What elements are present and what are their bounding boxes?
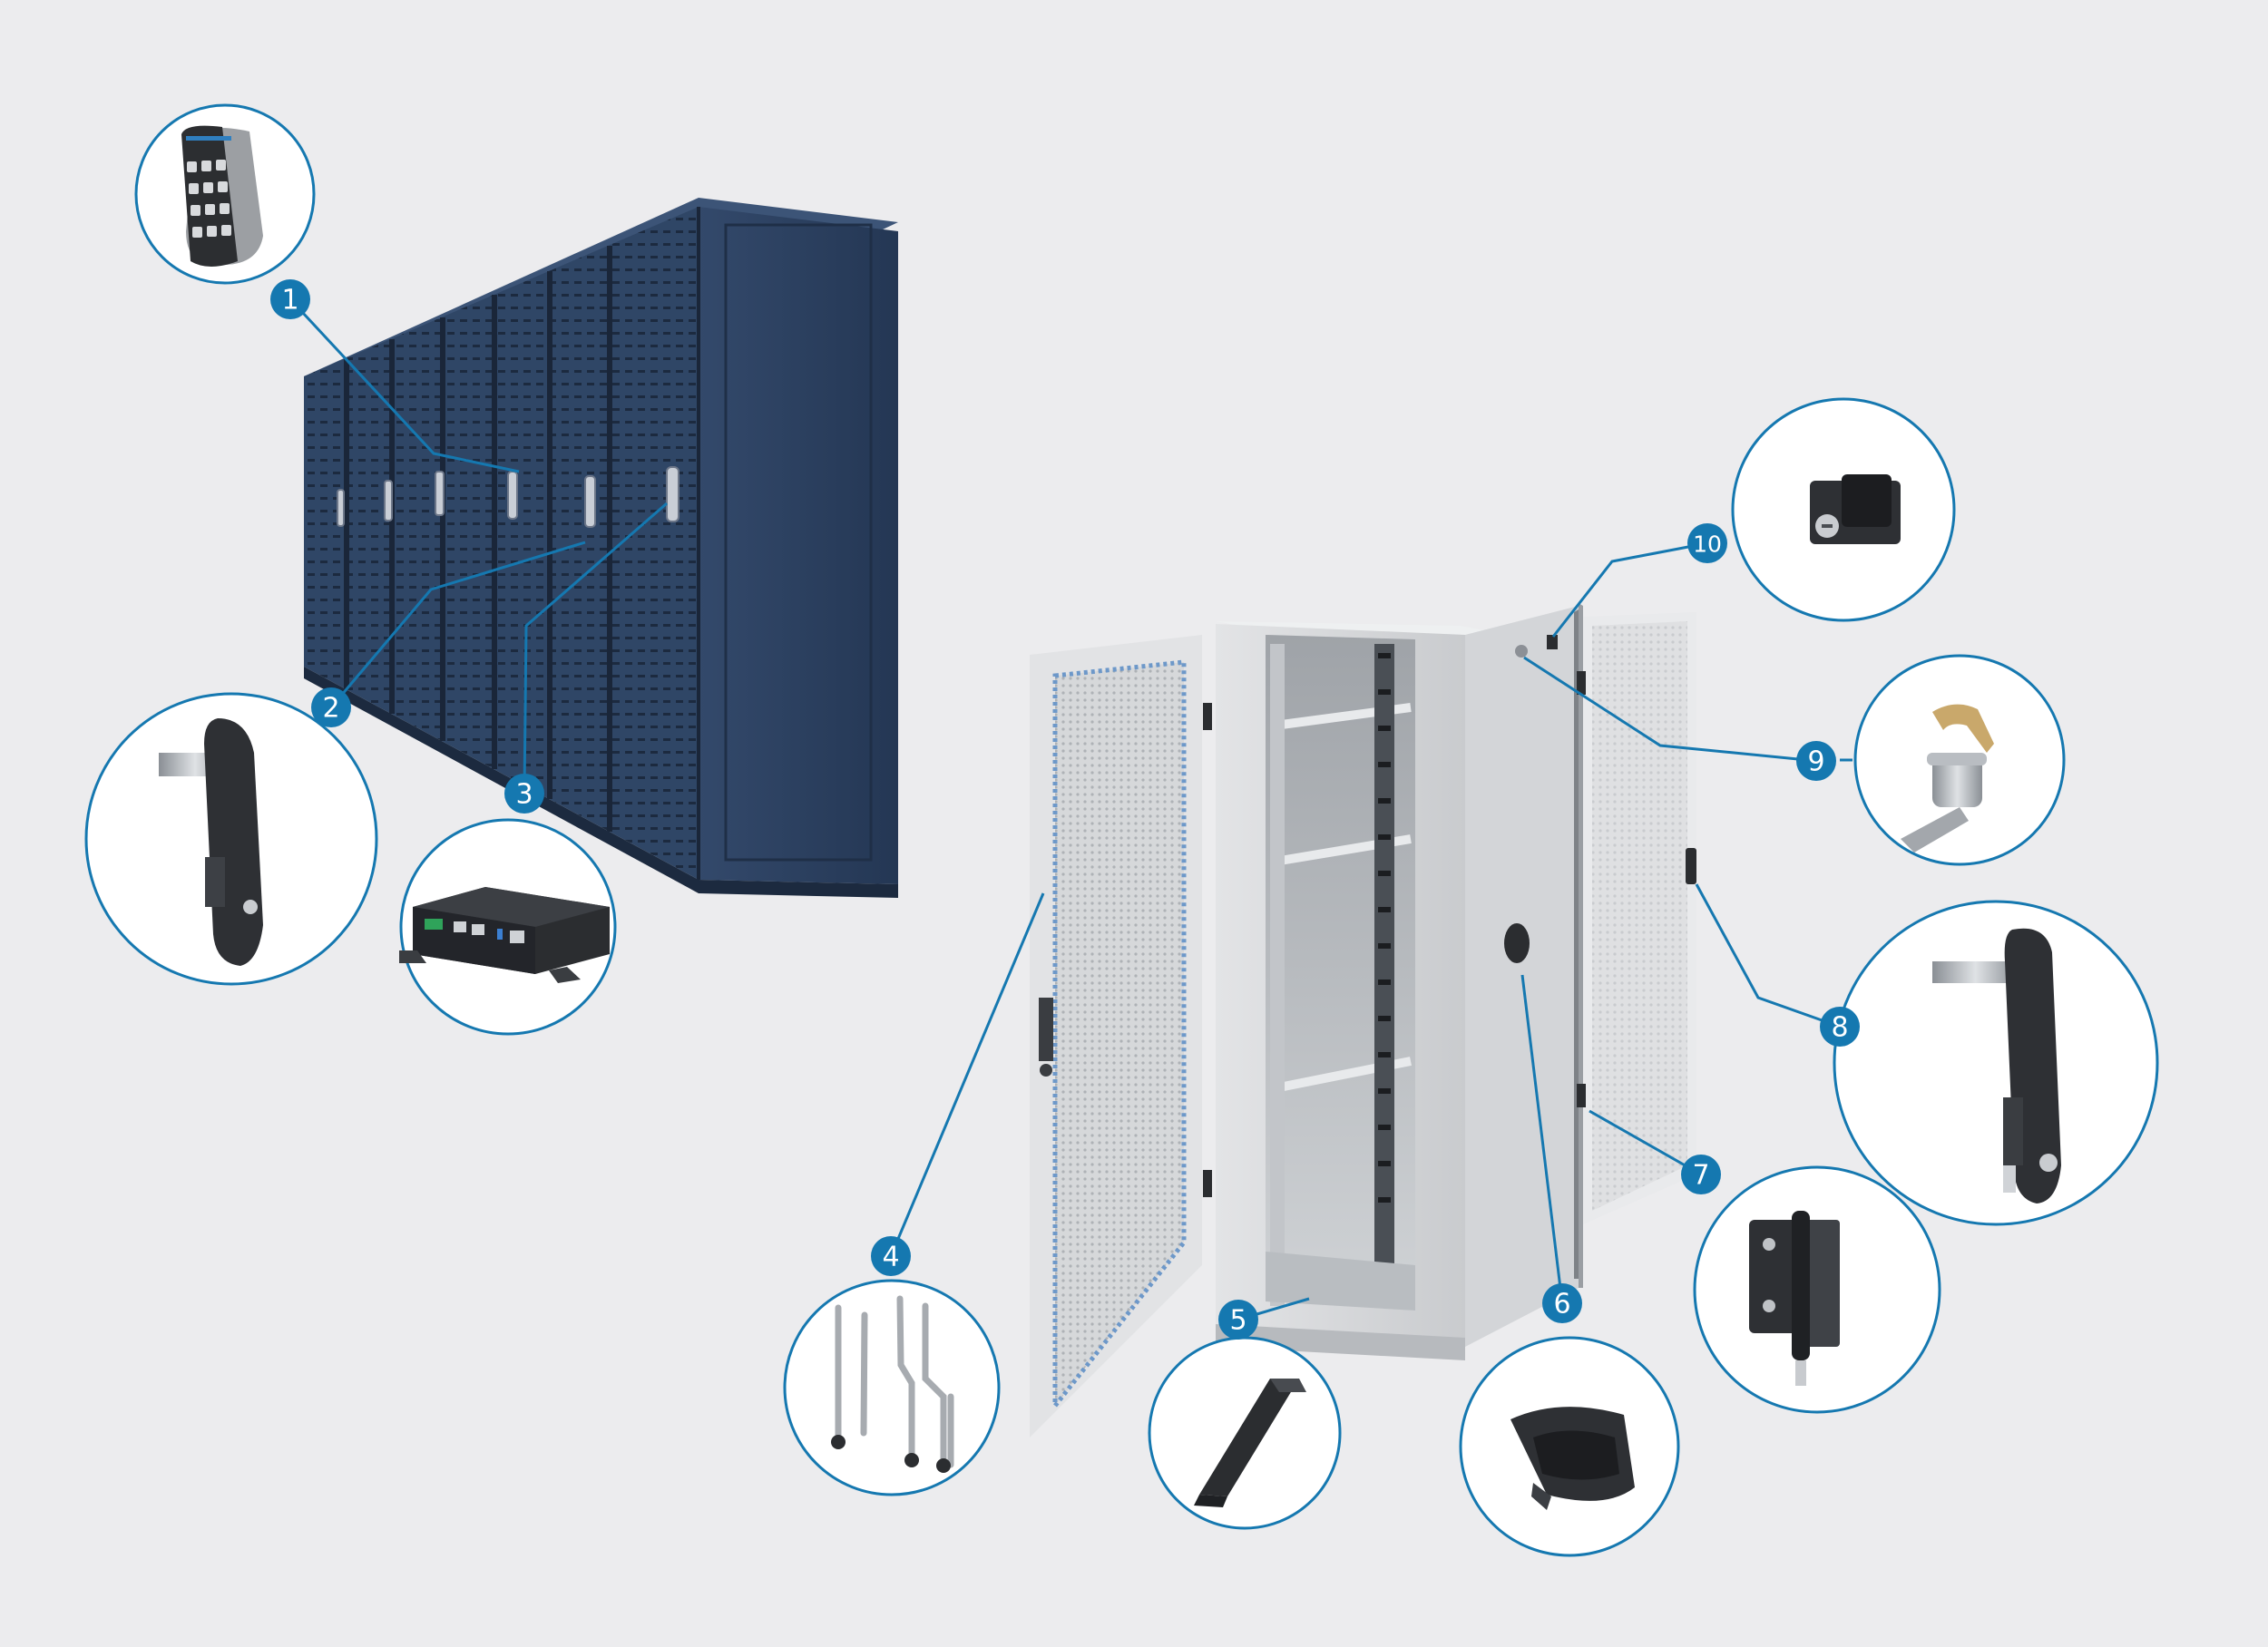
svg-text:6: 6 [1553,1289,1570,1321]
controller-box-icon [399,887,610,983]
keypad-icon [181,125,263,267]
svg-text:7: 7 [1692,1160,1709,1192]
svg-text:8: 8 [1831,1012,1848,1044]
svg-text:10: 10 [1693,531,1722,558]
callout-badge-7: 7 [1681,1155,1721,1194]
cam-lock-with-key-icon [1901,704,1994,853]
callout-badge-3: 3 [504,774,544,814]
callout-badge-4: 4 [871,1236,911,1276]
callout-badge-9: 9 [1796,741,1836,781]
locking-rods-icon [835,1295,954,1468]
svg-text:4: 4 [882,1242,899,1273]
callout-badge-10: 10 [1687,523,1727,563]
svg-text:3: 3 [515,779,533,811]
svg-text:2: 2 [322,693,339,725]
server-rack-row [304,198,898,898]
swing-handle-icon [159,718,263,966]
callout-badge-2: 2 [311,687,351,727]
compression-latch-icon [1810,474,1901,544]
callout-badge-6: 6 [1542,1283,1582,1323]
svg-text:1: 1 [281,285,298,317]
callout-badge-8: 8 [1820,1007,1860,1047]
recessed-grip-icon [1510,1407,1635,1510]
rod-ends [831,1435,951,1473]
swing-handle-with-cam-icon [1932,928,2061,1204]
gasket-profile-icon [1194,1379,1306,1507]
callout-badge-5: 5 [1218,1300,1258,1340]
hinge-icon [1749,1211,1840,1386]
leader-lines [288,288,1862,1321]
svg-text:5: 5 [1229,1305,1246,1337]
svg-text:9: 9 [1807,746,1824,778]
steel-enclosure [1030,603,1696,1437]
callout-badge-1: 1 [270,279,310,319]
